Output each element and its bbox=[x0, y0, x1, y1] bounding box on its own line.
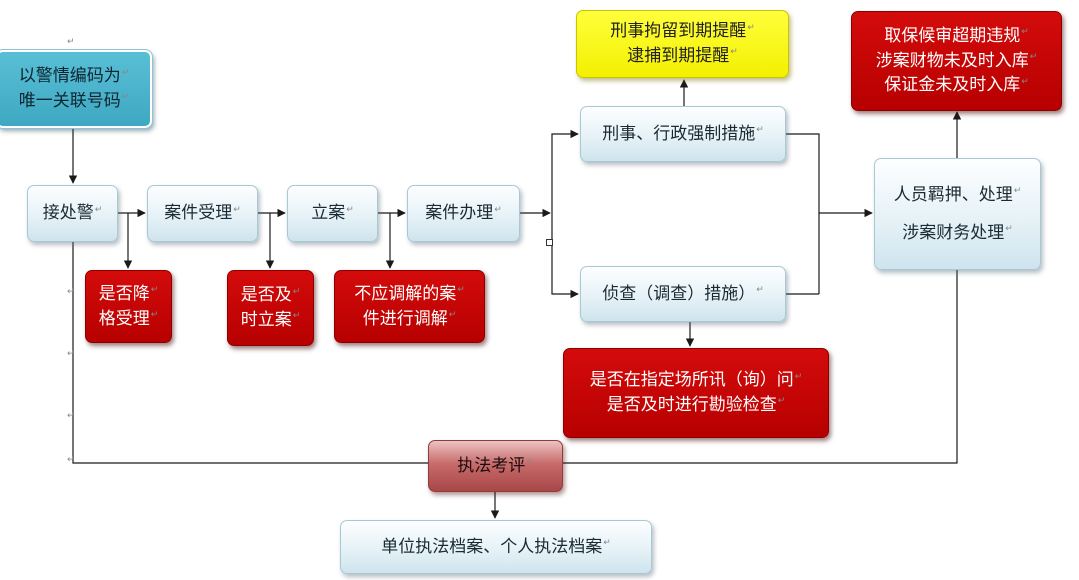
case-accept-box: 案件受理 bbox=[147, 185, 258, 242]
bail-alert-box: 取保候审超期违规 涉案财物未及时入库 保证金未及时入库 bbox=[851, 11, 1062, 111]
timely-file-check-line-1: 是否及 bbox=[241, 283, 301, 308]
downgrade-check-line-1: 是否降 bbox=[99, 282, 159, 307]
receive-alarm-label: 接处警 bbox=[43, 201, 103, 226]
bail-alert-line-1: 取保候审超期违规 bbox=[884, 24, 1029, 49]
mediation-check-line-1: 不应调解的案 bbox=[354, 282, 465, 307]
paragraph-mark: ↵ bbox=[67, 455, 75, 465]
file-case-label: 立案 bbox=[311, 201, 354, 226]
law-evaluation-box: 执法考评 bbox=[428, 440, 563, 492]
paragraph-mark: ↵ bbox=[67, 287, 75, 297]
timely-file-check-line-2: 时立案 bbox=[241, 308, 301, 333]
detention-alert-box: 刑事拘留到期提醒 逮捕到期提醒 bbox=[576, 10, 789, 78]
interrogation-check-line-2: 是否及时进行勘验检查 bbox=[607, 393, 786, 418]
key-code-box: 以警情编码为 唯一关联号码 bbox=[0, 49, 153, 129]
custody-property-line-2: 涉案财务处理 bbox=[902, 214, 1013, 252]
mediation-check-box: 不应调解的案 件进行调解 bbox=[334, 270, 485, 343]
key-code-line-2: 唯一关联号码 bbox=[19, 89, 130, 114]
receive-alarm-box: 接处警 bbox=[27, 185, 118, 242]
interrogation-check-box: 是否在指定场所讯（询）问 是否及时进行勘验检查 bbox=[563, 348, 829, 438]
timely-file-check-box: 是否及 时立案 bbox=[227, 270, 314, 346]
key-code-line-1: 以警情编码为 bbox=[19, 64, 130, 89]
paragraph-mark: ↵ bbox=[67, 411, 75, 421]
case-accept-label: 案件受理 bbox=[164, 201, 241, 226]
investigation-measures-label: 侦查（调查）措施） bbox=[602, 282, 764, 307]
criminal-admin-measures-label: 刑事、行政强制措施 bbox=[602, 122, 764, 147]
detention-alert-line-1: 刑事拘留到期提醒 bbox=[610, 19, 755, 44]
connector-handle bbox=[546, 239, 553, 246]
line-criminal-to-merge bbox=[786, 133, 820, 294]
line-alarm-to-evaluation bbox=[72, 242, 428, 464]
law-evaluation-label: 执法考评 bbox=[457, 454, 534, 479]
archives-box: 单位执法档案、个人执法档案 bbox=[340, 520, 652, 574]
custody-property-line-1: 人员羁押、处理 bbox=[894, 176, 1022, 214]
arrow-split-to-investigation bbox=[551, 213, 579, 299]
criminal-admin-measures-box: 刑事、行政强制措施 bbox=[580, 106, 786, 162]
case-handle-label: 案件办理 bbox=[425, 201, 502, 226]
paragraph-mark: ↵ bbox=[67, 37, 75, 47]
bail-alert-line-3: 保证金未及时入库 bbox=[884, 73, 1029, 98]
archives-label: 单位执法档案、个人执法档案 bbox=[381, 535, 611, 560]
downgrade-check-box: 是否降 格受理 bbox=[85, 270, 172, 343]
bail-alert-line-2: 涉案财物未及时入库 bbox=[876, 49, 1038, 74]
investigation-measures-box: 侦查（调查）措施） bbox=[580, 266, 786, 322]
mediation-check-line-2: 件进行调解 bbox=[363, 307, 457, 332]
detention-alert-line-2: 逮捕到期提醒 bbox=[627, 44, 738, 69]
case-handle-box: 案件办理 bbox=[407, 185, 520, 242]
arrow-split-to-criminal bbox=[551, 129, 579, 213]
custody-property-box: 人员羁押、处理 涉案财务处理 bbox=[874, 158, 1041, 270]
paragraph-mark: ↵ bbox=[67, 349, 75, 359]
file-case-box: 立案 bbox=[287, 185, 378, 242]
line-custody-to-evaluation bbox=[563, 270, 958, 464]
downgrade-check-line-2: 格受理 bbox=[99, 307, 159, 332]
interrogation-check-line-1: 是否在指定场所讯（询）问 bbox=[590, 368, 803, 393]
